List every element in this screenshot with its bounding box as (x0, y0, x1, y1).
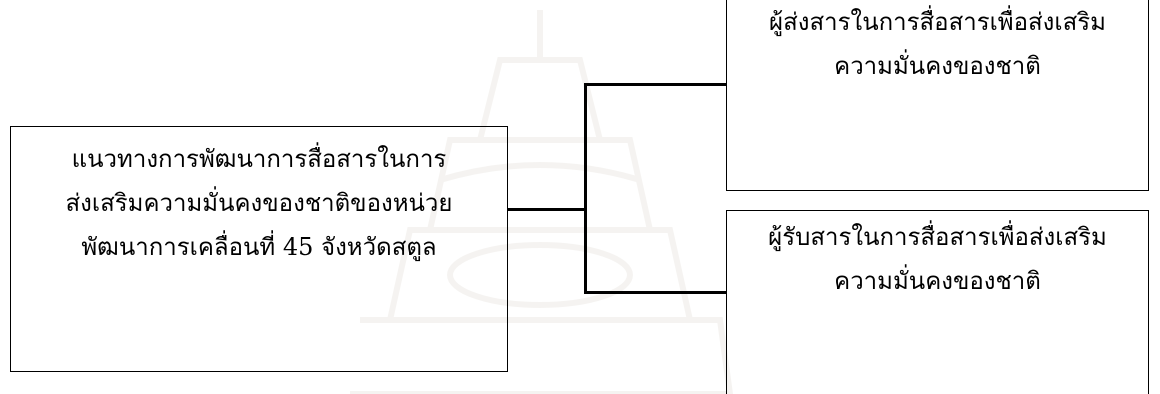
sender-line-1: ผู้ส่งสารในการสื่อสารเพื่อส่งเสริม (769, 8, 1106, 36)
sender-box: ผู้ส่งสารในการสื่อสารเพื่อส่งเสริม ความม… (726, 0, 1149, 191)
receiver-text: ผู้รับสารในการสื่อสารเพื่อส่งเสริม ความม… (727, 215, 1148, 303)
university-seal-watermark (350, 10, 734, 394)
receiver-line-1: ผู้รับสารในการสื่อสารเพื่อส่งเสริม (768, 223, 1107, 251)
sender-text: ผู้ส่งสารในการสื่อสารเพื่อส่งเสริม ความม… (727, 0, 1148, 88)
sender-line-2: ความมั่นคงของชาติ (834, 52, 1041, 80)
receiver-box: ผู้รับสารในการสื่อสารเพื่อส่งเสริม ความม… (726, 210, 1149, 394)
connector-main-horizontal (508, 208, 586, 211)
receiver-line-2: ความมั่นคงของชาติ (834, 267, 1041, 295)
development-approach-text: แนวทางการพัฒนาการสื่อสารในการ ส่งเสริมคว… (11, 137, 507, 269)
connector-upper-branch (584, 83, 727, 86)
connector-vertical (584, 83, 587, 293)
development-approach-line-2: ส่งเสริมความมั่นคงของชาติของหน่วย (65, 189, 453, 217)
connector-lower-branch (584, 291, 727, 294)
development-approach-line-3: พัฒนาการเคลื่อนที่ 45 จังหวัดสตูล (81, 233, 437, 261)
development-approach-box: แนวทางการพัฒนาการสื่อสารในการ ส่งเสริมคว… (10, 126, 508, 372)
development-approach-line-1: แนวทางการพัฒนาการสื่อสารในการ (71, 145, 447, 173)
